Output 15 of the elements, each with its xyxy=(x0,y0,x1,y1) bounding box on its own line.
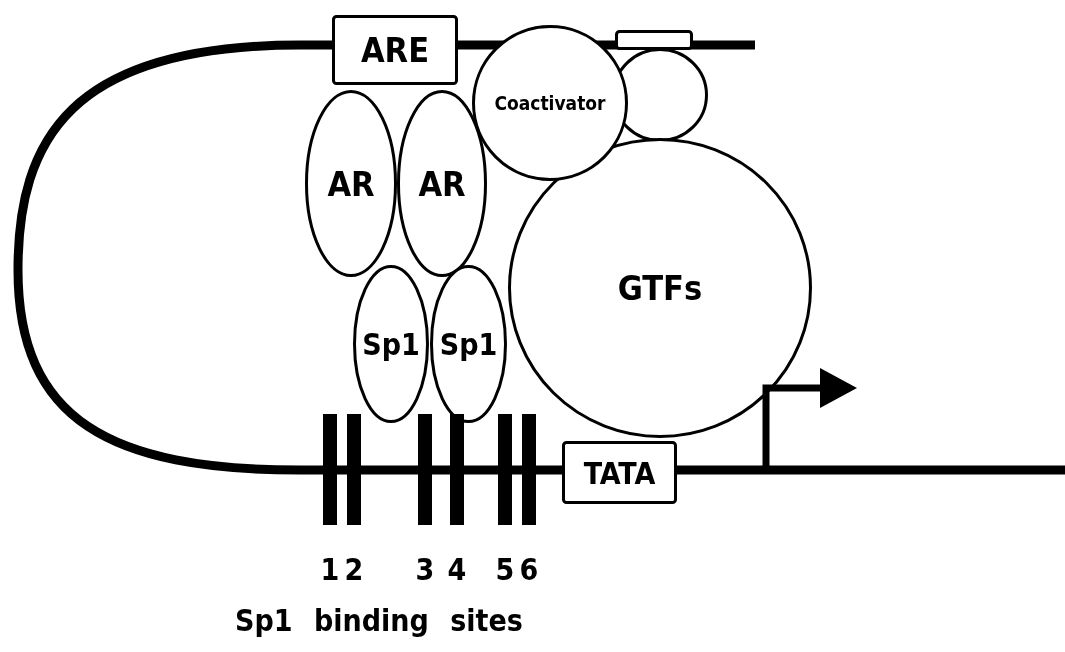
site-number: 3 xyxy=(415,552,435,587)
site-number: 2 xyxy=(344,552,364,587)
site-number: 1 xyxy=(320,552,340,587)
site-number: 5 xyxy=(495,552,515,587)
node-label: Coactivator xyxy=(494,92,606,114)
node-label: TATA xyxy=(583,455,656,490)
caption-text: Sp1 binding sites xyxy=(235,603,523,638)
node-label: ARE xyxy=(360,30,430,70)
node-label: Sp1 xyxy=(439,326,498,362)
site-number: 4 xyxy=(447,552,467,587)
node-label: GTFs xyxy=(617,268,703,308)
site-number: 6 xyxy=(519,552,539,587)
node-label: Sp1 xyxy=(362,326,420,362)
node-label: AR xyxy=(327,163,375,204)
node-label: AR xyxy=(418,163,466,204)
